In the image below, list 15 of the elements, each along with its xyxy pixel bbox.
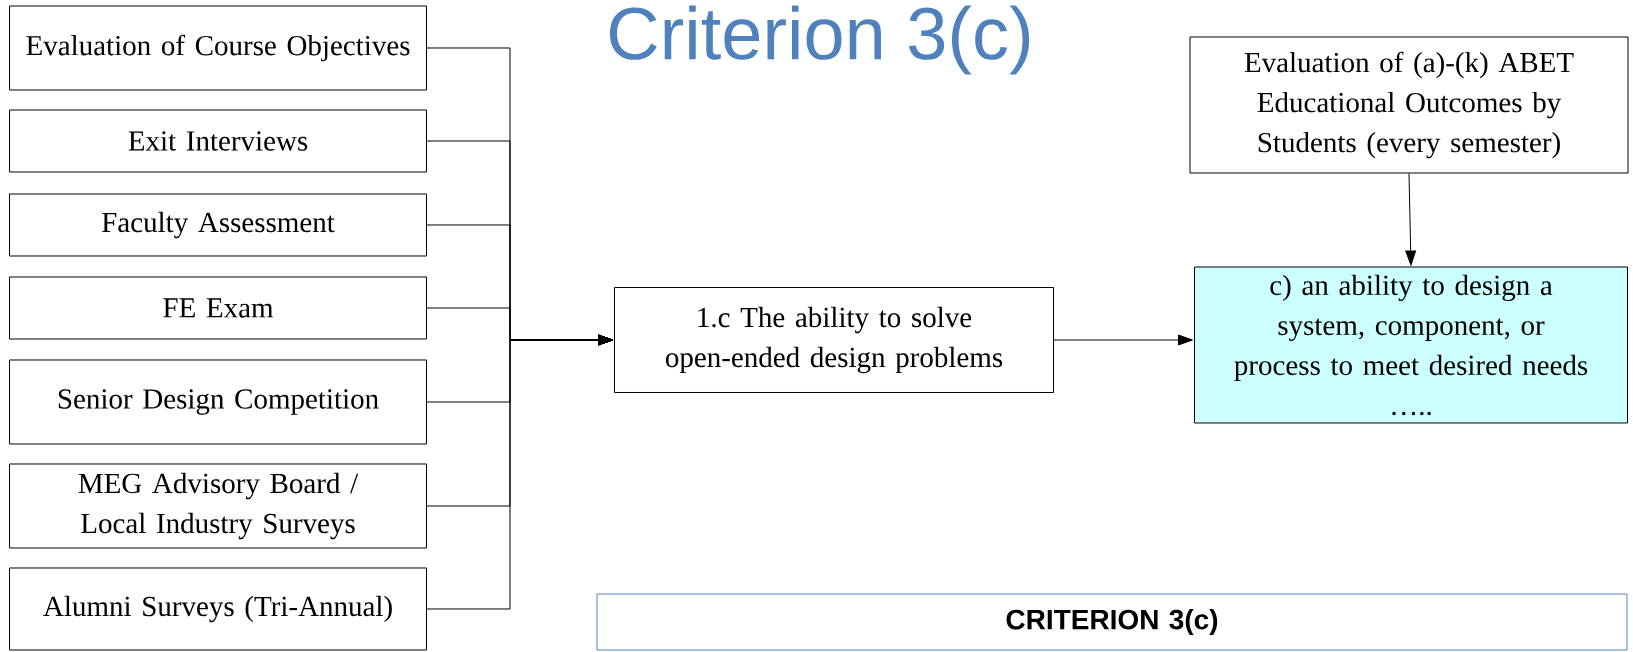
- arrow: [1405, 173, 1417, 266]
- source-box: Exit Interviews: [9, 109, 427, 173]
- source-box: Senior Design Competition: [9, 359, 427, 445]
- title: Criterion 3(c): [609, 5, 1030, 75]
- source-box: Alumni Surveys (Tri-Annual): [9, 567, 427, 651]
- arrow: [426, 334, 613, 610]
- source-box: Evaluation of Course Objectives: [9, 5, 427, 91]
- source-box: FE Exam: [9, 276, 427, 340]
- source-box: MEG Advisory Board / Local Industry Surveys: [9, 463, 427, 549]
- source-box: Faculty Assessment: [9, 193, 427, 257]
- outcome-box: c) an ability to design a system, component, or process to meet desired needs …..: [1194, 266, 1628, 424]
- arrow: [1053, 334, 1193, 346]
- criterion-box: CRITERION 3(c): [596, 593, 1628, 651]
- objective-box: 1.c The ability to solve open-ended design problems: [614, 287, 1054, 393]
- evaluation-box: Evaluation of (a)-(k) ABET Educational Outcomes by Students (every semester): [1189, 36, 1629, 174]
